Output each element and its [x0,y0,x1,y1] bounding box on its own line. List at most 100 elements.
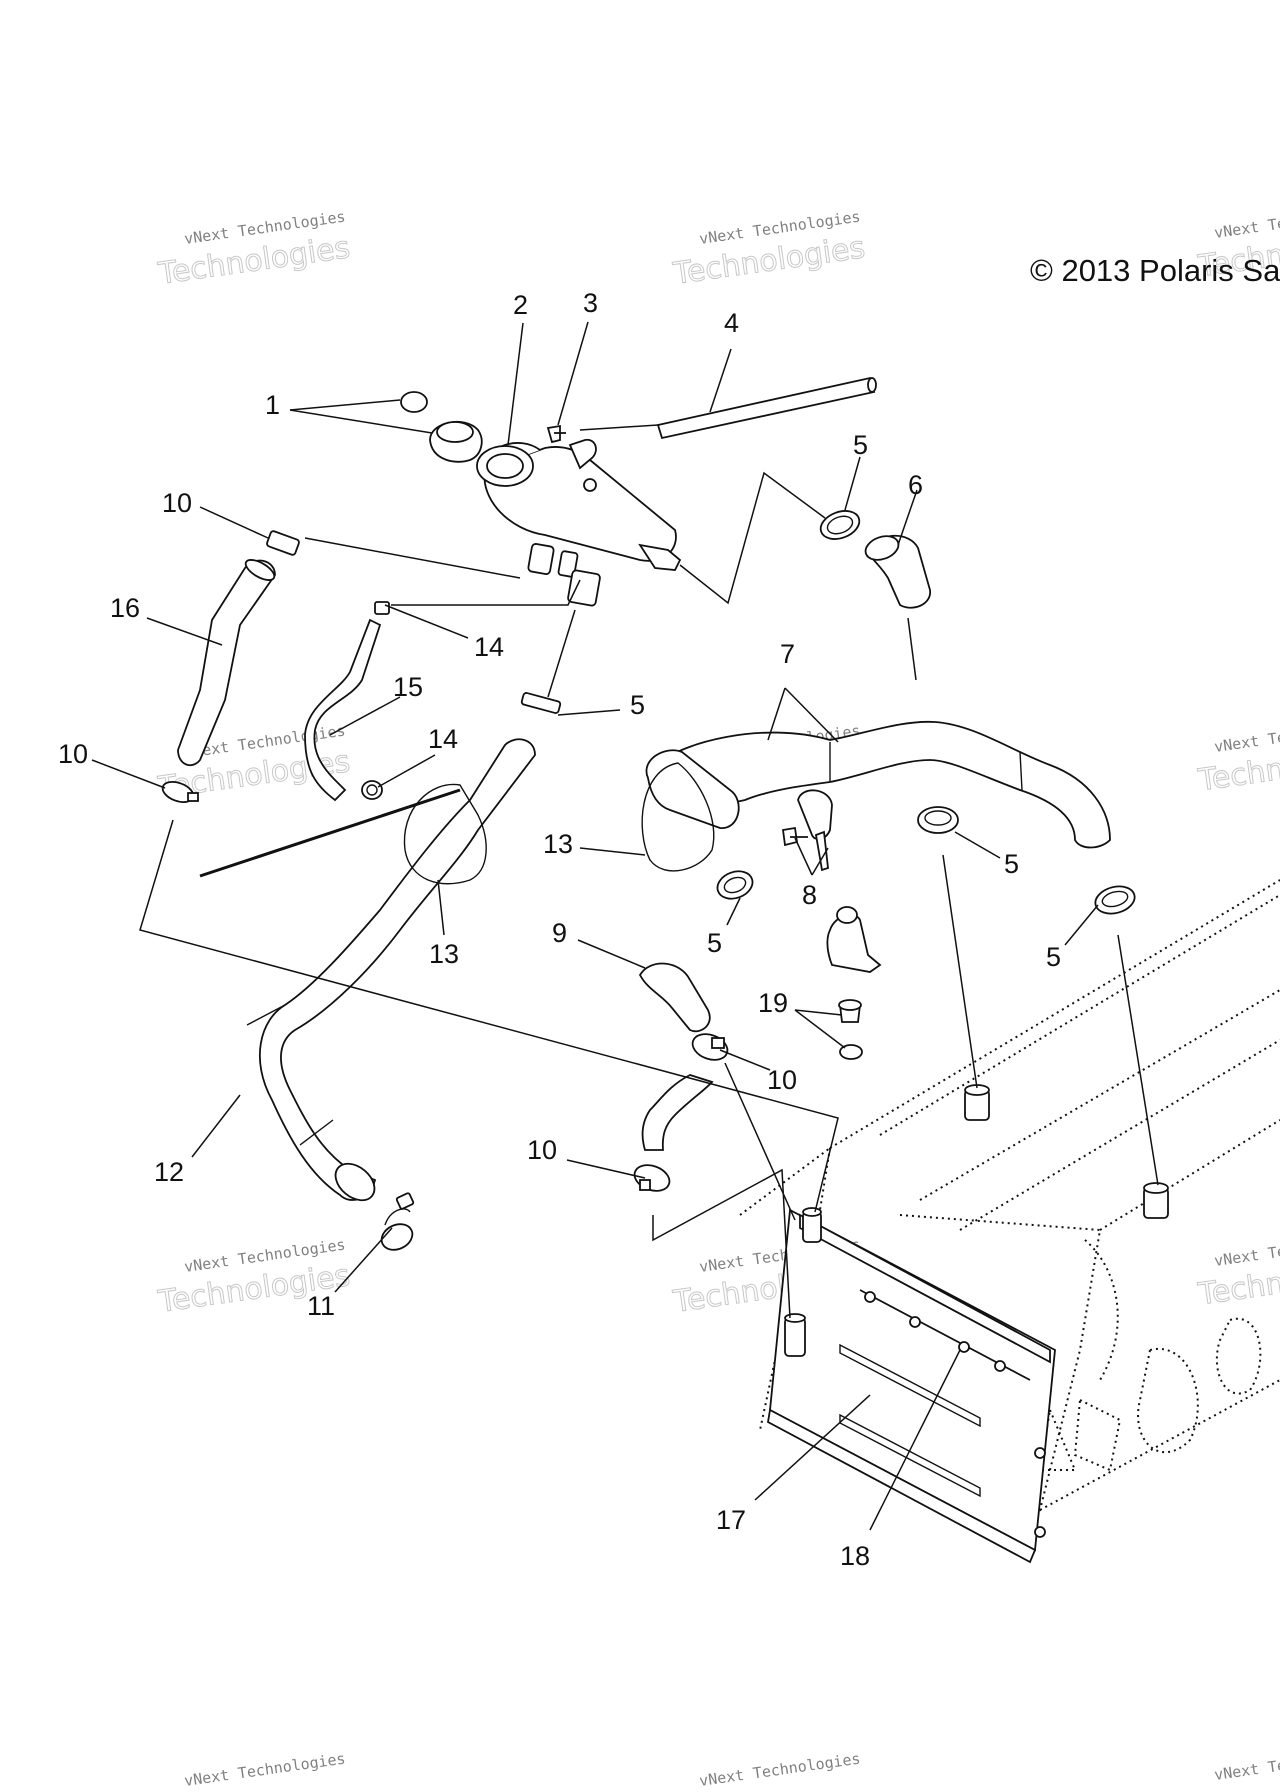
bracket-bolt [909,1316,921,1328]
callout-8: 8 [802,880,817,910]
bracket-slot [839,1413,981,1498]
leader-line [437,879,445,936]
part-14-clamp [361,780,383,800]
leader-line [191,1094,241,1158]
callout-10: 10 [58,739,88,769]
bottle-port [557,550,579,578]
overflow-tube-body [656,376,876,440]
lower-hose-body [258,738,536,1201]
part-1-cap-and-gasket [400,391,483,463]
leader-line [844,456,861,511]
watermark: vNext Technologies Technologies [155,208,353,293]
leader-line [794,1009,843,1016]
watermark-text: vNext Technologies [183,1750,346,1790]
callout-5: 5 [707,928,722,958]
part-5-clamp [819,510,861,540]
watermark: vNext Technologies [183,1750,346,1790]
watermark: vNext Technologies [1213,1744,1280,1784]
part-10-clamp [691,1033,729,1061]
callout-3: 3 [583,288,598,318]
hose-clamp-inner [1101,890,1129,908]
upper-hose-body [663,720,1111,849]
hose-clip-tab [814,830,829,872]
hose-clamp-band [520,692,562,714]
bracket-rail [799,1213,1051,1364]
bottle-mount-hole [583,478,597,492]
hose-wrap-loop [403,783,487,885]
spring-clamp [266,530,300,556]
hose-wrap-loop [641,762,715,872]
part-8-clip-and-bolt [781,789,833,872]
callout-5: 5 [630,690,645,720]
callout-17: 17 [716,1505,746,1535]
part-14-clamp [374,601,390,615]
leader-line [557,321,589,426]
routing-line [942,854,978,1089]
leader-lines [91,321,1099,1531]
routing-line [652,1168,791,1319]
part-13-wrap-upper [641,762,715,872]
chassis-cutout [1073,1398,1122,1472]
chassis-cutout [1137,1347,1199,1454]
leader-line [784,687,839,743]
bracket-panel-flange [767,1408,1037,1564]
hose-clip [797,789,833,841]
callout-numbers: 1 2 3 4 5 5 5 5 5 6 7 8 9 10 10 10 10 11… [58,288,1061,1571]
leader-line [897,489,918,546]
small-hose-body [304,618,382,802]
hose-wrap-tail [199,788,461,878]
leader-line [91,759,166,789]
hose-9-lower [641,1074,714,1151]
overflow-tube-end [867,377,877,393]
bracket-slot [839,1343,981,1428]
callout-19: 19 [758,988,788,1018]
watermark-text: vNext Technologies [1213,1230,1280,1270]
routing-line [1117,934,1159,1186]
leader-line [869,1349,961,1531]
hose-clamp [819,510,861,540]
routing-line [679,471,826,605]
callout-10: 10 [527,1135,557,1165]
chassis-rib [959,1039,1280,1231]
watermark: vNext Technologies Technologies [1195,716,1280,799]
chassis-cutout [1084,1239,1119,1381]
spring-clamp [633,1164,671,1192]
chassis-front-edge [759,1147,831,1431]
routing-line [579,424,659,431]
part-5-clamp [520,692,562,714]
part-17-bracket-panel [767,1207,1056,1564]
leader-line [954,831,1001,859]
leader-line [579,847,646,856]
thermostat-housing [826,906,882,973]
leader-line [767,687,786,741]
hose-clamp [1094,885,1136,915]
part-9-hose [638,962,714,1151]
leader-line [794,837,813,876]
radiator-fitting-top [1143,1182,1169,1194]
callout-10: 10 [162,488,192,518]
bracket-inlet-fitting-top [802,1207,822,1217]
routing-line [139,819,839,1213]
callout-13: 13 [429,939,459,969]
part-4-overflow-tube [656,376,877,440]
thermostat-housing-body [826,913,882,973]
lower-hose-end [334,1162,376,1202]
leader-line [507,322,524,446]
lower-hose-ring [299,1119,334,1146]
watermark-text: vNext Technologies [1213,1744,1280,1784]
chassis-top-inner-edge [879,894,1280,1136]
routing-line [391,579,581,606]
straight-hose-end [244,559,276,581]
worm-clamp-band [384,1208,411,1226]
leader-line [384,604,469,639]
bracket-bolt [1034,1526,1046,1538]
chassis-cutout [1215,1317,1262,1395]
radiator-cap-top [436,421,474,443]
callout-5: 5 [1004,849,1019,879]
small-clamp [361,780,383,800]
elbow-hose-end [864,535,900,561]
chassis-top-edge [829,879,1280,1149]
part-7-upper-hose [645,720,1111,849]
leader-line [577,939,646,969]
callout-12: 12 [154,1157,184,1187]
